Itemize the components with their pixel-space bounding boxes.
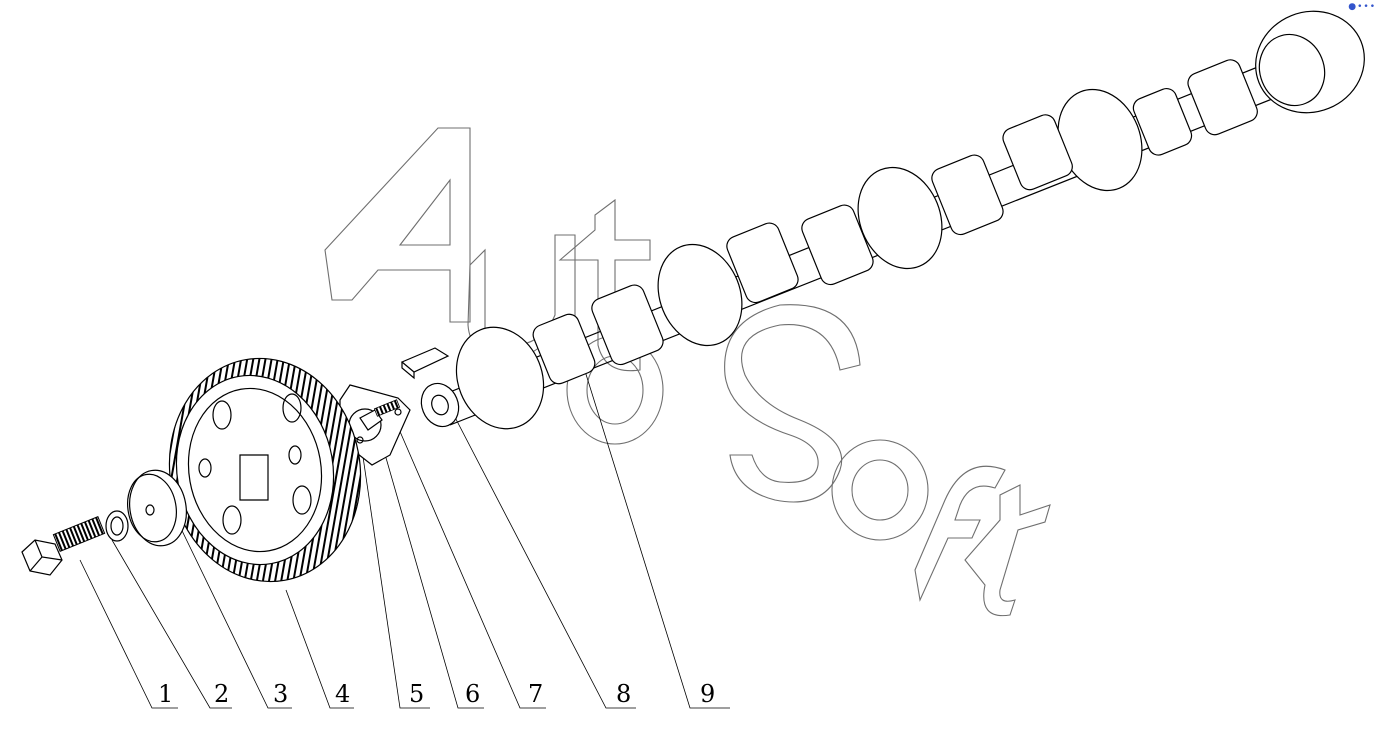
callout-7: 7	[528, 680, 543, 708]
callout-5: 5	[409, 680, 424, 708]
callout-3: 3	[273, 680, 288, 708]
lock-washer	[105, 510, 129, 542]
leader-lines	[79, 354, 730, 709]
flat-washer	[127, 469, 187, 547]
gear-bolt	[21, 516, 106, 576]
callout-4: 4	[335, 680, 350, 708]
menu-dots-icon[interactable]: ●•••	[1348, 2, 1376, 12]
callout-8: 8	[616, 680, 631, 708]
callout-2: 2	[214, 680, 229, 708]
woodruff-key	[400, 347, 450, 380]
plate-bolt	[359, 399, 401, 431]
callout-labels: 1 2 3 4 5 6 7 8 9	[158, 680, 715, 708]
callout-1: 1	[158, 680, 173, 708]
callout-6: 6	[465, 680, 480, 708]
callout-9: 9	[700, 680, 715, 708]
camshaft	[420, 10, 1365, 430]
camshaft-gear	[168, 357, 362, 583]
